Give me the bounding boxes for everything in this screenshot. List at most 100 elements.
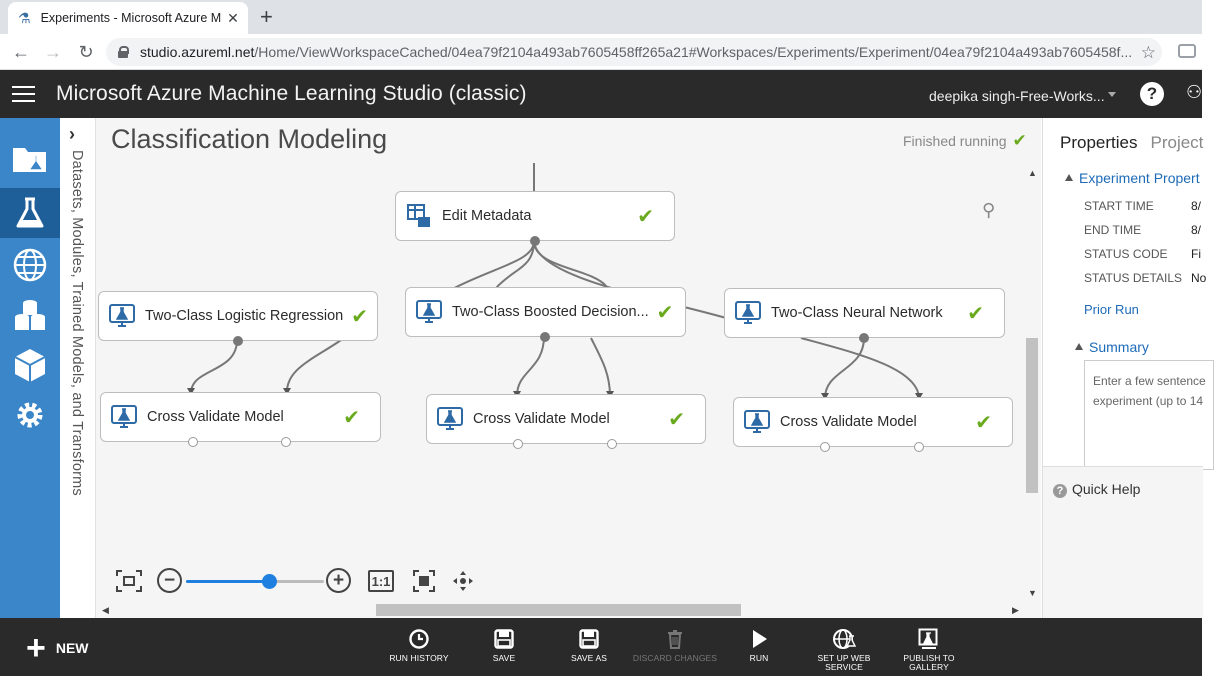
publish-line1: PUBLISH TO xyxy=(903,653,955,663)
globe-flask-icon xyxy=(833,629,857,649)
scroll-down-arrow-icon[interactable]: ▼ xyxy=(1028,588,1037,598)
checkmark-icon: ✔ xyxy=(1012,131,1027,150)
scroll-left-arrow-icon[interactable]: ◀ xyxy=(102,605,109,615)
nav-datasets[interactable] xyxy=(0,290,60,340)
chevron-down-icon[interactable] xyxy=(1108,92,1116,97)
actual-size-button[interactable]: 1:1 xyxy=(368,570,394,592)
output-port[interactable] xyxy=(233,336,243,346)
connector-line xyxy=(800,337,920,399)
nav-experiments[interactable] xyxy=(0,188,60,238)
run-history-button[interactable]: RUN HISTORY xyxy=(374,628,464,663)
url-path: /Home/ViewWorkspaceCached/04ea79f2104a49… xyxy=(254,44,1133,60)
tab-project[interactable]: Project xyxy=(1150,133,1204,152)
experiment-properties-header[interactable]: Experiment Propert xyxy=(1065,170,1200,186)
prop-key: STATUS CODE xyxy=(1084,247,1168,261)
summary-textarea[interactable]: Enter a few sentence experiment (up to 1… xyxy=(1084,360,1214,470)
url-text: studio.azureml.net/Home/ViewWorkspaceCac… xyxy=(140,44,1133,60)
output-port[interactable] xyxy=(513,439,523,449)
new-button[interactable]: +NEW xyxy=(26,629,89,667)
chevron-right-icon[interactable]: › xyxy=(69,124,75,144)
flask-monitor-icon xyxy=(416,300,442,323)
zoom-to-fit-icon[interactable] xyxy=(411,568,437,594)
nav-web-services[interactable] xyxy=(0,240,60,290)
back-icon[interactable]: ← xyxy=(12,42,30,62)
bookmark-star-icon[interactable]: ☆ xyxy=(1140,43,1156,62)
output-port[interactable] xyxy=(914,442,924,452)
nav-trained-models[interactable] xyxy=(0,340,60,390)
output-port[interactable] xyxy=(607,439,617,449)
save-as-button[interactable]: SAVE AS xyxy=(544,628,634,663)
zoom-slider-knob[interactable] xyxy=(261,574,277,589)
module-cross-validate-3[interactable]: Cross Validate Model ✔ xyxy=(733,397,1013,452)
save-as-label: SAVE AS xyxy=(571,653,607,663)
setup-web-line1: SET UP WEB xyxy=(817,653,871,663)
nav-projects[interactable] xyxy=(0,133,60,183)
output-port[interactable] xyxy=(859,333,869,343)
module-label: Edit Metadata xyxy=(442,208,532,224)
browser-tab[interactable]: ⚗ Experiments - Microsoft Azure M ✕ xyxy=(8,2,248,34)
output-port[interactable] xyxy=(530,236,540,246)
people-icon[interactable]: ⚇ xyxy=(1186,82,1203,102)
workspace-user[interactable]: deepika singh-Free-Works... xyxy=(929,88,1105,104)
prop-value: No xyxy=(1191,271,1207,285)
summary-header[interactable]: Summary xyxy=(1075,339,1149,355)
metadata-icon xyxy=(407,204,430,227)
output-port[interactable] xyxy=(540,332,550,342)
search-icon[interactable]: ⚲ xyxy=(982,200,996,220)
new-tab-icon[interactable]: + xyxy=(260,4,273,29)
scroll-right-arrow-icon[interactable]: ▶ xyxy=(1012,605,1019,615)
module-label: Two-Class Neural Network xyxy=(771,305,943,321)
output-port[interactable] xyxy=(188,437,198,447)
horizontal-scrollbar[interactable] xyxy=(376,604,741,616)
module-cross-validate-1[interactable]: Cross Validate Model ✔ xyxy=(100,392,381,447)
plus-icon: + xyxy=(26,629,46,667)
scroll-up-arrow-icon[interactable]: ▲ xyxy=(1028,168,1037,178)
database-icon xyxy=(15,300,45,330)
save-button[interactable]: SAVE xyxy=(459,628,549,663)
hamburger-menu-icon[interactable] xyxy=(12,86,35,102)
prior-run-link[interactable]: Prior Run xyxy=(1084,302,1139,317)
run-button[interactable]: RUN xyxy=(714,628,804,663)
collapse-triangle-icon xyxy=(1075,343,1083,350)
module-neural-network[interactable]: Two-Class Neural Network ✔ xyxy=(724,288,1005,343)
module-boosted-decision-tree[interactable]: Two-Class Boosted Decision... ✔ xyxy=(405,287,686,342)
flask-monitor-icon xyxy=(437,407,463,430)
experiment-title[interactable]: Classification Modeling xyxy=(111,124,388,154)
discard-changes-button[interactable]: DISCARD CHANGES xyxy=(630,628,720,663)
zoom-in-icon[interactable]: + xyxy=(326,568,351,593)
vertical-scrollbar[interactable] xyxy=(1026,338,1038,493)
output-port[interactable] xyxy=(820,442,830,452)
fit-to-screen-icon[interactable] xyxy=(116,568,142,594)
url-field[interactable]: studio.azureml.net/Home/ViewWorkspaceCac… xyxy=(106,38,1162,66)
clock-history-icon xyxy=(409,629,429,649)
flask-monitor-icon xyxy=(109,304,135,327)
help-icon[interactable]: ? xyxy=(1140,82,1164,106)
nav-settings[interactable] xyxy=(0,390,60,440)
section-title: Experiment Propert xyxy=(1079,170,1200,186)
module-palette[interactable]: › Datasets, Modules, Trained Models, and… xyxy=(60,118,96,618)
pan-icon[interactable] xyxy=(450,568,476,594)
properties-tabs: Properties Project xyxy=(1060,133,1203,153)
extension-icon[interactable] xyxy=(1178,44,1196,58)
tab-properties[interactable]: Properties xyxy=(1060,133,1138,152)
app-header: Microsoft Azure Machine Learning Studio … xyxy=(0,70,1202,118)
experiment-canvas[interactable]: Classification Modeling Finished running… xyxy=(96,118,1041,618)
gear-icon xyxy=(17,402,43,428)
zoom-slider-fill xyxy=(186,580,269,583)
module-cross-validate-2[interactable]: Cross Validate Model ✔ xyxy=(426,394,706,449)
zoom-slider[interactable] xyxy=(186,574,324,589)
quick-help-toggle[interactable]: ?Quick Help xyxy=(1053,481,1140,498)
close-tab-icon[interactable]: ✕ xyxy=(227,9,239,26)
forward-icon[interactable]: → xyxy=(44,42,62,62)
module-logistic-regression[interactable]: Two-Class Logistic Regression ✔ xyxy=(98,291,378,346)
prop-key: STATUS DETAILS xyxy=(1084,271,1183,285)
flask-icon xyxy=(16,197,44,228)
module-edit-metadata[interactable]: Edit Metadata ✔ xyxy=(395,191,675,246)
flask-monitor-icon xyxy=(111,405,137,428)
zoom-out-icon[interactable]: − xyxy=(157,568,182,593)
reload-icon[interactable]: ↻ xyxy=(78,42,94,62)
output-port[interactable] xyxy=(281,437,291,447)
checkmark-icon: ✔ xyxy=(668,408,685,431)
